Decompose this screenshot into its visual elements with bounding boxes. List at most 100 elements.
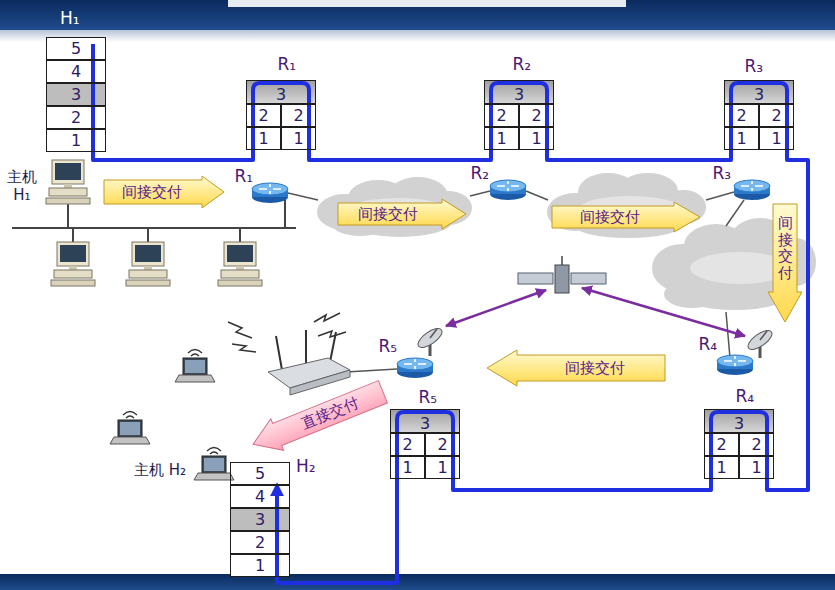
link-layer-cell: 2: [759, 104, 794, 127]
lan-computer-icon: [126, 242, 170, 286]
data-path-connector: [277, 433, 397, 583]
router-node: R₄: [717, 354, 753, 376]
router-node: R₂: [490, 179, 526, 201]
arrow-outline: [247, 376, 390, 460]
layer-number: 2: [737, 106, 747, 125]
layer-number: 3: [754, 85, 764, 104]
layer-number: 2: [772, 106, 782, 125]
layer-number: 2: [752, 435, 762, 454]
stack-ground: [246, 80, 316, 150]
indirect-delivery-arrow: 间接交付: [768, 204, 802, 322]
layer-number: 1: [752, 458, 762, 477]
network-layer-shade: [704, 409, 774, 433]
router-icon: [252, 183, 288, 203]
network-layer-cell: 3: [724, 80, 794, 104]
layer-number: 1: [497, 129, 507, 148]
layer-number: 2: [294, 106, 304, 125]
link-layer-cell: 2: [739, 433, 774, 456]
link-layer-cell: 2: [281, 104, 316, 127]
layer-number: 1: [71, 131, 81, 150]
data-path-connector: [309, 104, 491, 160]
network-layer-cell: 3: [230, 508, 290, 531]
router-node: R₁: [252, 182, 288, 204]
layer-number: 2: [532, 106, 542, 125]
node-label: R₄: [736, 386, 755, 406]
cloud: [317, 177, 472, 237]
network-layer-cell: 3: [484, 80, 554, 104]
ap-antenna: [305, 330, 307, 365]
router-node: R₅: [397, 357, 433, 379]
layer-number: 2: [71, 108, 81, 127]
host-computer: 主机 H₁: [48, 158, 88, 208]
satellite-link: [582, 288, 745, 336]
layer-number: 3: [514, 85, 524, 104]
signal-zigzag: [314, 313, 340, 322]
network-layer-shade: [390, 409, 460, 433]
network-layer-shade: [230, 508, 290, 531]
router-icon: [397, 358, 433, 378]
layer-cell: 4: [46, 60, 106, 83]
stack-ground: [724, 80, 794, 150]
network-layer-cell: 3: [704, 409, 774, 433]
lan-computer-icon: [218, 242, 262, 286]
node-label: R₃: [713, 163, 732, 183]
physical-layer-cell: 1: [425, 456, 460, 479]
data-path-loops: [93, 44, 787, 433]
node-label: R₃: [745, 56, 764, 76]
physical-layer-cell: 1: [246, 127, 281, 150]
layer-number: 5: [71, 39, 81, 58]
link-layer-cell: 2: [484, 104, 519, 127]
router-icon: [717, 355, 753, 375]
network-layer-shade: [46, 83, 106, 106]
link-line: [346, 369, 397, 372]
host-protocol-stack: 54321H₁: [46, 37, 106, 152]
stack-ground: [230, 462, 290, 577]
network-layer-cell: 3: [390, 409, 460, 433]
physical-layer-cell: 1: [519, 127, 554, 150]
node-label: H₁: [60, 8, 80, 28]
indirect-delivery-arrow: 间接交付: [338, 199, 466, 229]
layer-number: 2: [403, 435, 413, 454]
signal-zigzag: [318, 331, 346, 337]
data-path-connector: [453, 433, 711, 490]
layer-number: 1: [403, 458, 413, 477]
layer-number: 3: [734, 414, 744, 433]
node-label: R₂: [471, 163, 490, 183]
laptop-icon: [175, 350, 215, 383]
satellite-dish: [415, 325, 445, 356]
node-label: R₁: [235, 166, 254, 186]
link-layer-cell: 2: [246, 104, 281, 127]
layer-number: 2: [497, 106, 507, 125]
layer-cell: 2: [230, 531, 290, 554]
layer-cell: 5: [230, 462, 290, 485]
layer-number: 3: [276, 85, 286, 104]
cloud-part: [664, 280, 720, 308]
data-path-loop: [397, 412, 453, 433]
indirect-delivery-arrow: 间接交付: [487, 350, 665, 386]
layer-number: 2: [255, 533, 265, 552]
physical-layer-cell: 1: [739, 456, 774, 479]
lan-drop: [72, 228, 74, 242]
layer-number: 1: [255, 556, 265, 575]
link-layer-cell: 2: [425, 433, 460, 456]
node-label: R₅: [379, 336, 398, 356]
title-tab: [228, 0, 626, 7]
signal-zigzag: [232, 344, 256, 352]
title-shade: [0, 30, 835, 42]
layer-cell: 1: [230, 554, 290, 577]
satellite-body: [555, 265, 569, 293]
lan-drop: [67, 204, 69, 228]
arrow-label: 间接交付: [580, 208, 640, 226]
layer-cell: 4: [230, 485, 290, 508]
node-label: R₁: [278, 54, 297, 74]
node-label: R₄: [699, 334, 718, 354]
stack-ground: [704, 409, 774, 479]
solar-panel: [518, 273, 553, 284]
layer-number: 1: [259, 129, 269, 148]
layer-number: 4: [255, 487, 265, 506]
arrow-outline: [104, 176, 224, 208]
wireless-signal: [228, 313, 346, 352]
